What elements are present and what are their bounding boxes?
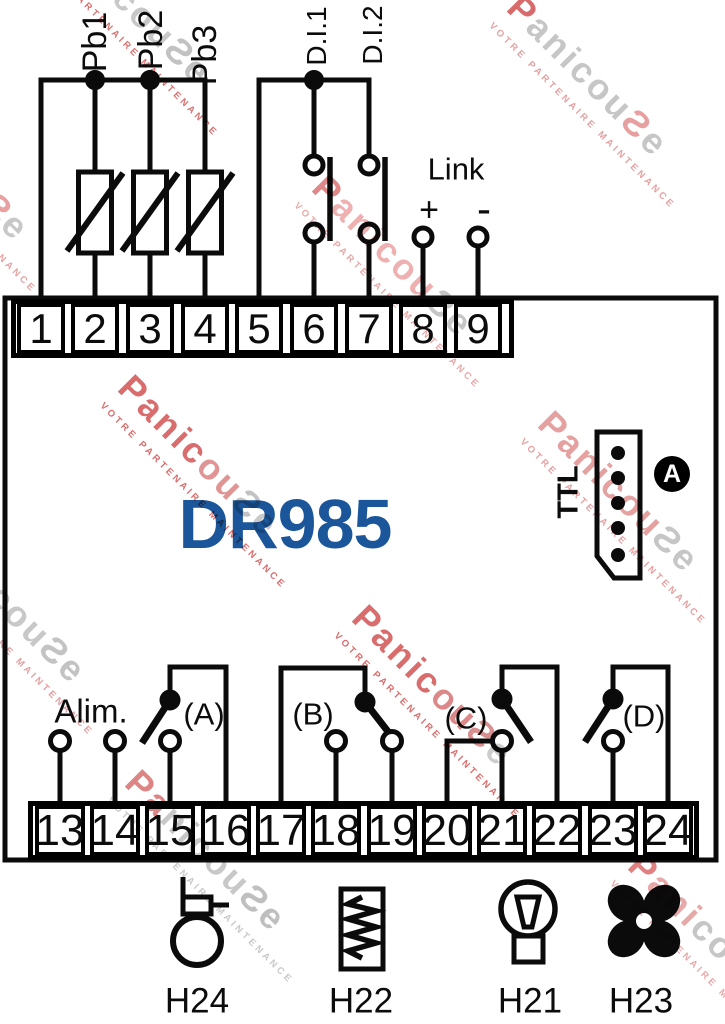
top-terminal-7: 7	[345, 303, 393, 354]
bottom-terminal-19: 19	[367, 805, 417, 856]
link-wires	[411, 225, 490, 310]
output-label-h21: H21	[497, 981, 563, 1021]
relay-a-label: (A)	[183, 696, 225, 732]
power-wires	[48, 729, 127, 810]
ttl-connector	[594, 429, 643, 581]
bottom-terminal-18: 18	[311, 805, 361, 856]
compressor-icon	[170, 877, 229, 968]
power-label: Alim.	[54, 692, 128, 730]
top-terminal-2: 2	[71, 303, 119, 354]
relay-d-symbol	[582, 664, 671, 810]
top-terminal-3: 3	[126, 303, 174, 354]
bottom-terminal-23: 23	[588, 805, 638, 856]
relay-c-label: (C)	[444, 700, 488, 736]
probe-label-pb3: Pb3	[186, 24, 224, 86]
probe-label-pb2: Pb2	[132, 9, 170, 71]
relay-d-label: (D)	[622, 698, 666, 734]
relay-b-label: (B)	[292, 696, 334, 732]
bottom-terminal-24: 24	[643, 805, 693, 856]
output-label-h23: H23	[608, 981, 674, 1021]
di2-switch-symbol	[357, 153, 388, 245]
digital-input-label-di2: D.I.2	[357, 5, 388, 65]
link-plus-label: +	[419, 191, 439, 229]
top-terminal-6: 6	[290, 303, 338, 354]
bottom-terminal-20: 20	[422, 805, 472, 856]
probe-label-pb1: Pb1	[76, 11, 114, 73]
bottom-terminal-16: 16	[201, 805, 251, 856]
junction-dot	[85, 70, 105, 90]
thermistor-symbol-pb2	[119, 169, 181, 256]
digital-input-wires	[256, 70, 372, 310]
ttl-badge: A	[654, 456, 690, 492]
relay-c-symbol	[444, 664, 560, 810]
bottom-terminal-13: 13	[35, 805, 85, 856]
bottom-terminal-21: 21	[477, 805, 527, 856]
model-title: DR985	[178, 485, 393, 563]
ttl-label: TTL	[552, 465, 585, 519]
relay-a-symbol	[139, 664, 229, 810]
link-label: Link	[427, 151, 485, 187]
junction-dot	[140, 70, 160, 90]
link-minus-label: -	[477, 185, 491, 232]
thermistor-symbol-pb1	[64, 169, 126, 256]
top-terminal-8: 8	[399, 303, 447, 354]
top-terminal-4: 4	[181, 303, 229, 354]
di1-switch-symbol	[302, 153, 333, 245]
output-label-h22: H22	[328, 981, 394, 1021]
relay-b-symbol	[278, 665, 404, 810]
bottom-terminal-17: 17	[256, 805, 306, 856]
top-terminal-5: 5	[235, 303, 283, 354]
light-icon	[498, 879, 558, 965]
digital-input-label-di1: D.I.1	[301, 6, 332, 66]
bottom-terminal-15: 15	[145, 805, 195, 856]
bottom-terminal-14: 14	[90, 805, 140, 856]
top-terminal-1: 1	[17, 303, 65, 354]
top-terminal-9: 9	[454, 303, 502, 354]
controller-outline	[2, 295, 719, 863]
defrost-heater-icon	[337, 886, 387, 972]
output-label-h24: H24	[164, 981, 230, 1021]
junction-dot	[304, 70, 324, 90]
fan-icon	[607, 884, 681, 958]
thermistor-symbol-pb3	[174, 169, 236, 256]
bottom-terminal-22: 22	[532, 805, 582, 856]
